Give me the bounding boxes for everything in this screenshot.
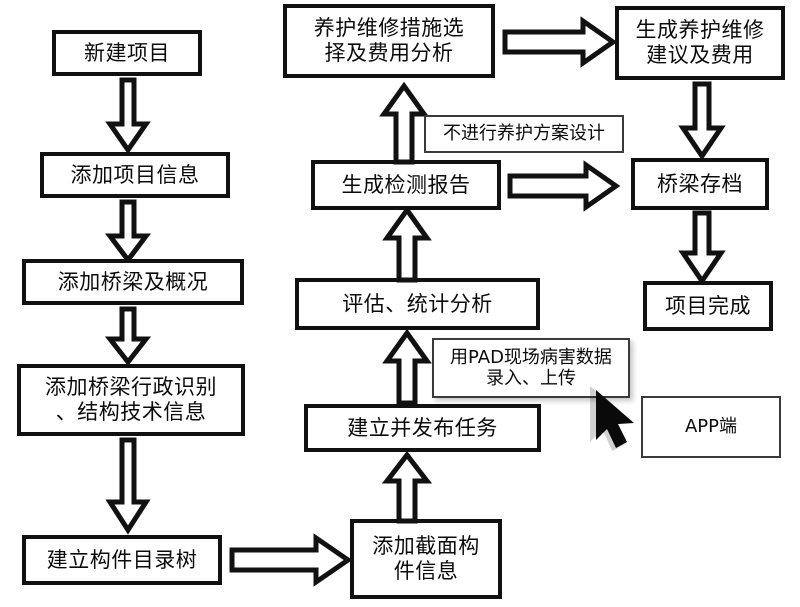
arrow-down-admin-to-tree xyxy=(105,437,151,535)
node-generate-maintenance-advice-cost[interactable]: 生成养护维修 建议及费用 xyxy=(615,6,785,80)
arrow-down-archive-to-done xyxy=(678,210,726,286)
node-generate-inspection-report[interactable]: 生成检测报告 xyxy=(311,160,501,210)
arrow-up-report-to-measures xyxy=(379,81,429,165)
node-add-bridge-overview[interactable]: 添加桥梁及概况 xyxy=(22,259,244,305)
node-evaluation-statistics[interactable]: 评估、统计分析 xyxy=(295,278,540,330)
arrow-down-info-to-bridge xyxy=(105,199,151,265)
node-app-side[interactable]: APP端 xyxy=(641,396,781,458)
arrow-up-task-to-eval xyxy=(382,328,432,406)
node-build-component-tree[interactable]: 建立构件目录树 xyxy=(22,535,222,585)
node-add-section-component-info[interactable]: 添加截面构 件信息 xyxy=(350,519,502,599)
node-create-publish-task[interactable]: 建立并发布任务 xyxy=(304,404,541,452)
arrow-down-advice-to-archive xyxy=(678,81,726,161)
node-project-completed[interactable]: 项目完成 xyxy=(643,281,773,331)
arrow-down-new-to-info xyxy=(105,77,151,155)
node-new-project[interactable]: 新建项目 xyxy=(52,30,202,76)
arrow-up-eval-to-report xyxy=(382,205,432,283)
arrow-up-section-to-task xyxy=(381,450,433,524)
mouse-cursor-icon xyxy=(588,384,656,462)
label-no-maintenance-plan-design: 不进行养护方案设计 xyxy=(424,115,624,153)
node-add-admin-tech-info[interactable]: 添加桥梁行政识别 、结构技术信息 xyxy=(17,364,245,436)
node-bridge-archive[interactable]: 桥梁存档 xyxy=(631,158,769,210)
arrow-down-bridge-to-admin xyxy=(104,306,152,367)
arrow-right-measures-to-advice xyxy=(502,16,618,68)
arrow-right-tree-to-section xyxy=(229,533,353,587)
node-maintenance-measure-cost-analysis[interactable]: 养护维修措施选 择及费用分析 xyxy=(283,4,495,78)
arrow-right-report-to-archive xyxy=(507,160,621,212)
callout-pad-defect-entry: 用PAD现场病害数据 录入、上传 xyxy=(432,338,630,398)
node-add-project-info[interactable]: 添加项目信息 xyxy=(40,152,230,198)
